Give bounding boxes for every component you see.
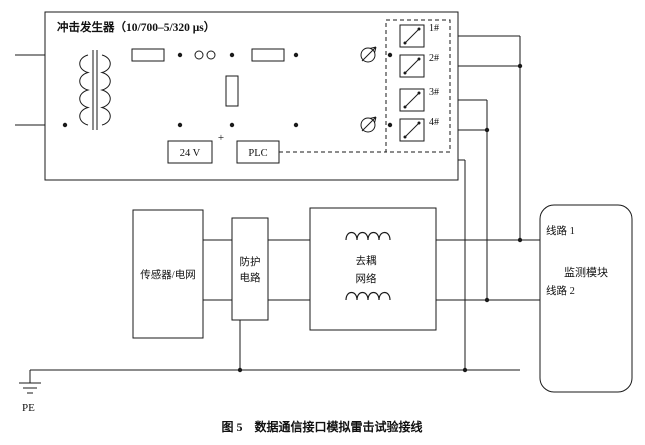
injector-arrows bbox=[361, 46, 377, 132]
coupling-switch-4: 4# bbox=[399, 117, 439, 142]
plc-box: PLC bbox=[236, 140, 280, 164]
junction-dot bbox=[387, 52, 393, 58]
junction-dot bbox=[517, 237, 523, 243]
junction-dot bbox=[293, 122, 299, 128]
monitor-module-label: 监测模块 bbox=[564, 266, 608, 279]
junction-dot bbox=[293, 52, 299, 58]
junction-dots bbox=[62, 52, 523, 373]
protection-label-line1: 防护 bbox=[240, 255, 261, 268]
junction-dot bbox=[484, 127, 490, 133]
inductor-icon bbox=[345, 291, 391, 301]
spark-gap-electrode bbox=[206, 50, 216, 60]
switch-blade bbox=[404, 58, 420, 74]
junction-dot bbox=[462, 367, 468, 373]
pe-label: PE bbox=[22, 402, 35, 414]
coupling-switch-1: 1# bbox=[399, 23, 439, 48]
sensor-grid-outline bbox=[132, 209, 204, 339]
switch-label-3: 3# bbox=[429, 87, 439, 98]
protection-label-line2: 电路 bbox=[240, 271, 261, 284]
switch-terminal bbox=[403, 71, 407, 75]
transformer-core bbox=[92, 50, 98, 130]
resistor-shunt bbox=[225, 75, 239, 107]
resistor-r1 bbox=[131, 48, 165, 62]
plc-label: PLC bbox=[248, 148, 267, 159]
transformer-primary-coil bbox=[79, 54, 90, 126]
monitor-module-box: 线路 1 监测模块 线路 2 bbox=[539, 204, 633, 393]
switch-terminal bbox=[403, 135, 407, 139]
switch-label-4: 4# bbox=[429, 117, 439, 128]
junction-dot bbox=[177, 122, 183, 128]
pe-ground-icon: PE bbox=[22, 402, 35, 414]
protection-circuit-outline bbox=[231, 217, 269, 321]
decoupling-network-box: 去耦 网络 bbox=[309, 207, 437, 331]
junction-dot bbox=[62, 122, 68, 128]
switch-terminal bbox=[403, 105, 407, 109]
junction-dot bbox=[517, 63, 523, 69]
decoupling-network-outline bbox=[309, 207, 437, 331]
sensor-grid-box: 传感器/电网 bbox=[132, 209, 204, 339]
plc-outline bbox=[236, 140, 280, 164]
switch-label-1: 1# bbox=[429, 23, 439, 34]
junction-dot bbox=[229, 52, 235, 58]
switch-terminal bbox=[417, 27, 421, 31]
junction-dot bbox=[229, 122, 235, 128]
sensor-grid-label: 传感器/电网 bbox=[140, 268, 195, 281]
decoupling-label-line2: 网络 bbox=[356, 272, 377, 285]
switch-blade bbox=[404, 122, 420, 138]
surge-generator-title: 冲击发生器（10/700–5/320 μs） bbox=[57, 20, 215, 34]
inductor-icon bbox=[345, 231, 391, 241]
protection-circuit-box: 防护 电路 bbox=[231, 217, 269, 321]
monitor-module-outline bbox=[539, 204, 633, 393]
resistor-r2 bbox=[251, 48, 285, 62]
psu-24v-label: 24 V bbox=[180, 148, 201, 159]
switch-terminal bbox=[403, 41, 407, 45]
coupling-switch-2: 2# bbox=[399, 53, 439, 78]
switch-terminal bbox=[417, 91, 421, 95]
figure-caption: 图 5 数据通信接口模拟雷击试验接线 bbox=[221, 419, 422, 434]
spark-gap-electrode bbox=[194, 50, 204, 60]
psu-24v-box: 24 V bbox=[167, 140, 213, 164]
junction-dot bbox=[237, 367, 243, 373]
junction-dot bbox=[177, 52, 183, 58]
switch-group-dashed-box bbox=[385, 19, 451, 153]
line2-label: 线路 2 bbox=[546, 284, 575, 297]
junction-dot bbox=[484, 297, 490, 303]
switch-blade bbox=[404, 28, 420, 44]
spark-gap-icon bbox=[194, 50, 216, 60]
line1-label: 线路 1 bbox=[546, 224, 575, 237]
psu-24v-outline bbox=[167, 140, 213, 164]
transformer-secondary-coil bbox=[100, 54, 111, 126]
transformer-icon bbox=[79, 50, 111, 130]
switch-blade bbox=[404, 92, 420, 108]
junction-dot bbox=[387, 122, 393, 128]
switch-label-2: 2# bbox=[429, 53, 439, 64]
switch-terminal bbox=[417, 121, 421, 125]
coupling-switch-3: 3# bbox=[399, 87, 439, 112]
decoupling-label-line1: 去耦 bbox=[356, 255, 377, 267]
plus-sign: + bbox=[218, 132, 224, 144]
switch-terminal bbox=[417, 57, 421, 61]
